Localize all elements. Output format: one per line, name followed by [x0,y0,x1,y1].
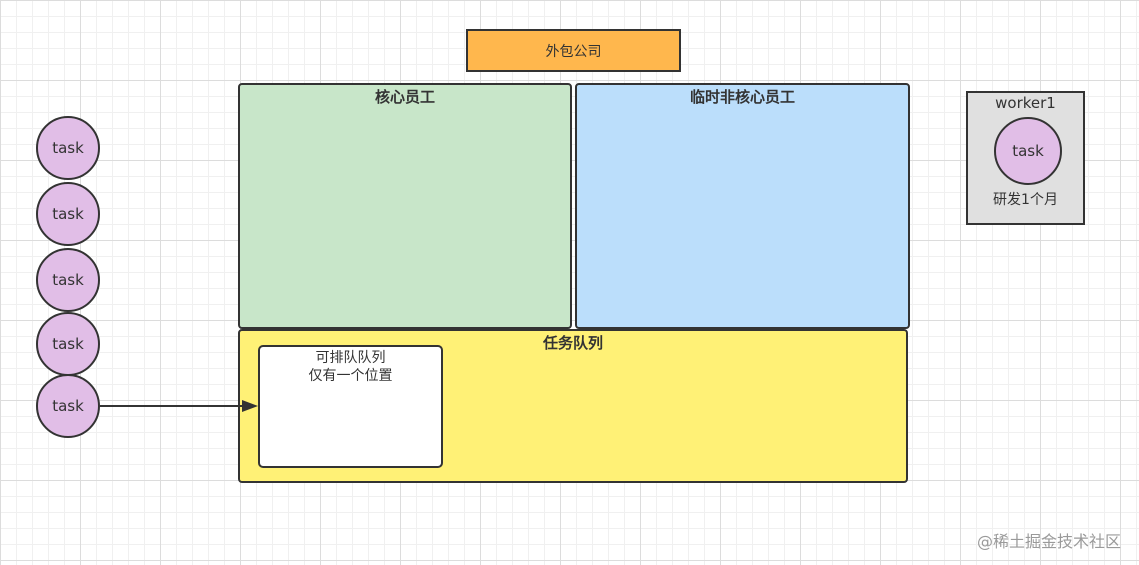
core-staff-region: 核心员工 [238,83,572,329]
core-staff-title: 核心员工 [374,88,435,106]
waiting-task-1: task [36,116,100,180]
company-label: 外包公司 [545,43,602,60]
worker-description: 研发1个月 [993,192,1058,208]
worker-box: worker1 task 研发1个月 [966,91,1085,225]
task-label: task [52,271,84,289]
worker-task: task [994,117,1062,185]
waiting-task-3: task [36,248,100,312]
task-label: task [52,397,84,415]
arrow-head-icon [242,400,258,412]
waiting-task-5: task [36,374,100,438]
waiting-task-2: task [36,182,100,246]
company-box: 外包公司 [466,29,681,72]
queue-slot-line2: 仅有一个位置 [308,368,393,384]
queue-slot: 可排队队列 仅有一个位置 [258,345,443,468]
temp-staff-region: 临时非核心员工 [575,83,910,329]
task-queue-title: 任务队列 [542,334,603,352]
queue-slot-line1: 可排队队列 [315,350,386,366]
task-label: task [1012,142,1044,160]
temp-staff-title: 临时非核心员工 [689,88,795,106]
task-label: task [52,335,84,353]
task-label: task [52,205,84,223]
worker-title: worker1 [995,94,1056,112]
watermark: @稀土掘金技术社区 [976,532,1121,551]
task-label: task [52,139,84,157]
